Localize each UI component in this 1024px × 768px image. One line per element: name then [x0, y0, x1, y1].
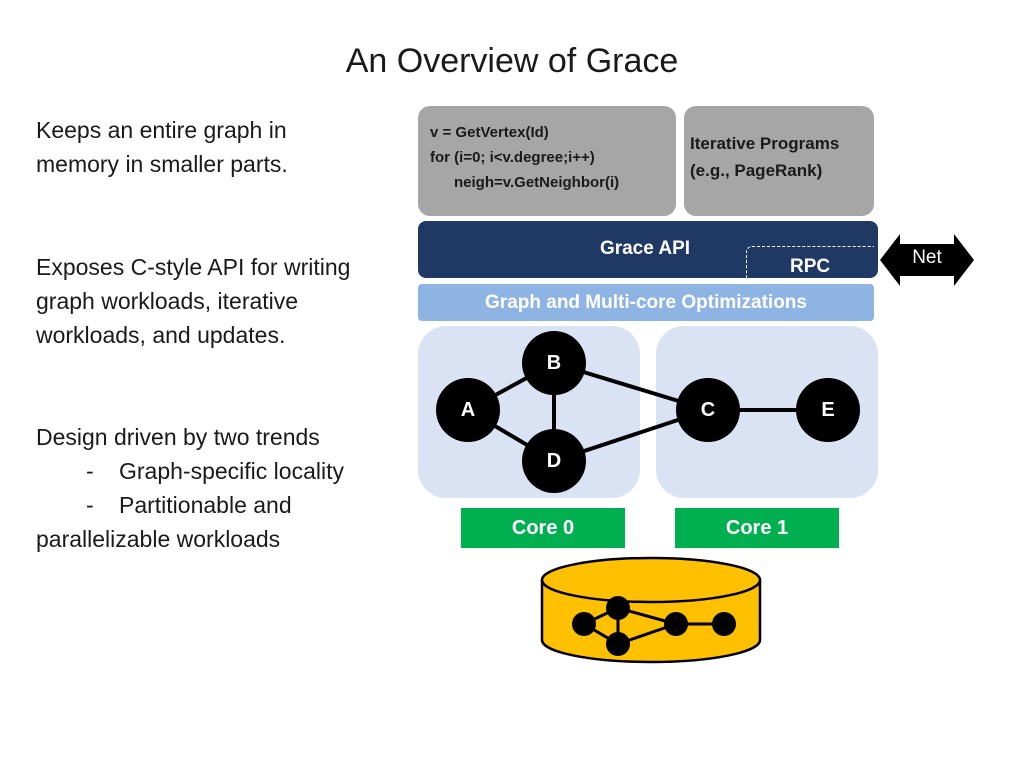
text-line: memory in smaller parts.: [36, 151, 288, 177]
iterative-programs-box: Iterative Programs (e.g., PageRank): [684, 106, 874, 216]
node-label: B: [546, 352, 562, 374]
bullet-text: Partitionable and: [119, 492, 292, 518]
core-0-label: Core 0: [461, 508, 625, 548]
grace-api-label: Grace API: [599, 238, 691, 259]
code-example-box: v = GetVertex(Id) for (i=0; i<v.degree;i…: [418, 106, 676, 216]
trends-heading: Design driven by two trends: [36, 424, 320, 450]
core-1-label: Core 1: [675, 508, 839, 548]
bullet-item: - Graph-specific locality: [36, 454, 344, 488]
rpc-region: [746, 246, 874, 278]
bullet-continuation: parallelizable workloads: [36, 526, 281, 552]
rpc-label: RPC: [790, 256, 831, 277]
optimizations-layer: Graph and Multi-core Optimizations: [418, 284, 874, 321]
bullet-dash: -: [86, 458, 94, 484]
node-label: E: [821, 399, 835, 421]
text-graph-memory: Keeps an entire graph in memory in small…: [36, 113, 288, 181]
text-line: graph workloads, iterative: [36, 288, 299, 314]
graph-node-c: C: [676, 378, 740, 442]
text-line: Exposes C-style API for writing: [36, 254, 351, 280]
iterative-line: (e.g., PageRank): [690, 161, 823, 180]
text-design-trends: Design driven by two trends - Graph-spec…: [36, 420, 344, 556]
graph-node-d: D: [522, 429, 586, 493]
bullet-dash: -: [86, 492, 94, 518]
bullet-text: Graph-specific locality: [119, 458, 344, 484]
graph-node-b: B: [522, 331, 586, 395]
node-label: A: [460, 399, 476, 421]
bullet-item: - Partitionable and: [36, 488, 344, 522]
code-line: v = GetVertex(Id): [430, 124, 549, 141]
slide-title: An Overview of Grace: [345, 42, 679, 80]
grace-api-layer: Grace API RPC: [418, 221, 878, 278]
graph-node-a: A: [436, 378, 500, 442]
node-label: C: [700, 399, 716, 421]
text-line: Keeps an entire graph in: [36, 117, 287, 143]
text-line: workloads, and updates.: [36, 322, 286, 348]
net-double-arrow-icon: [880, 234, 974, 286]
text-api: Exposes C-style API for writing graph wo…: [36, 250, 350, 352]
code-line: neigh=v.GetNeighbor(i): [454, 174, 620, 191]
iterative-line: Iterative Programs: [690, 134, 840, 153]
graph-node-e: E: [796, 378, 860, 442]
node-label: D: [546, 450, 562, 472]
net-label: Net: [912, 247, 942, 268]
storage-database-icon: [540, 556, 762, 664]
code-line: for (i=0; i<v.degree;i++): [430, 149, 595, 166]
